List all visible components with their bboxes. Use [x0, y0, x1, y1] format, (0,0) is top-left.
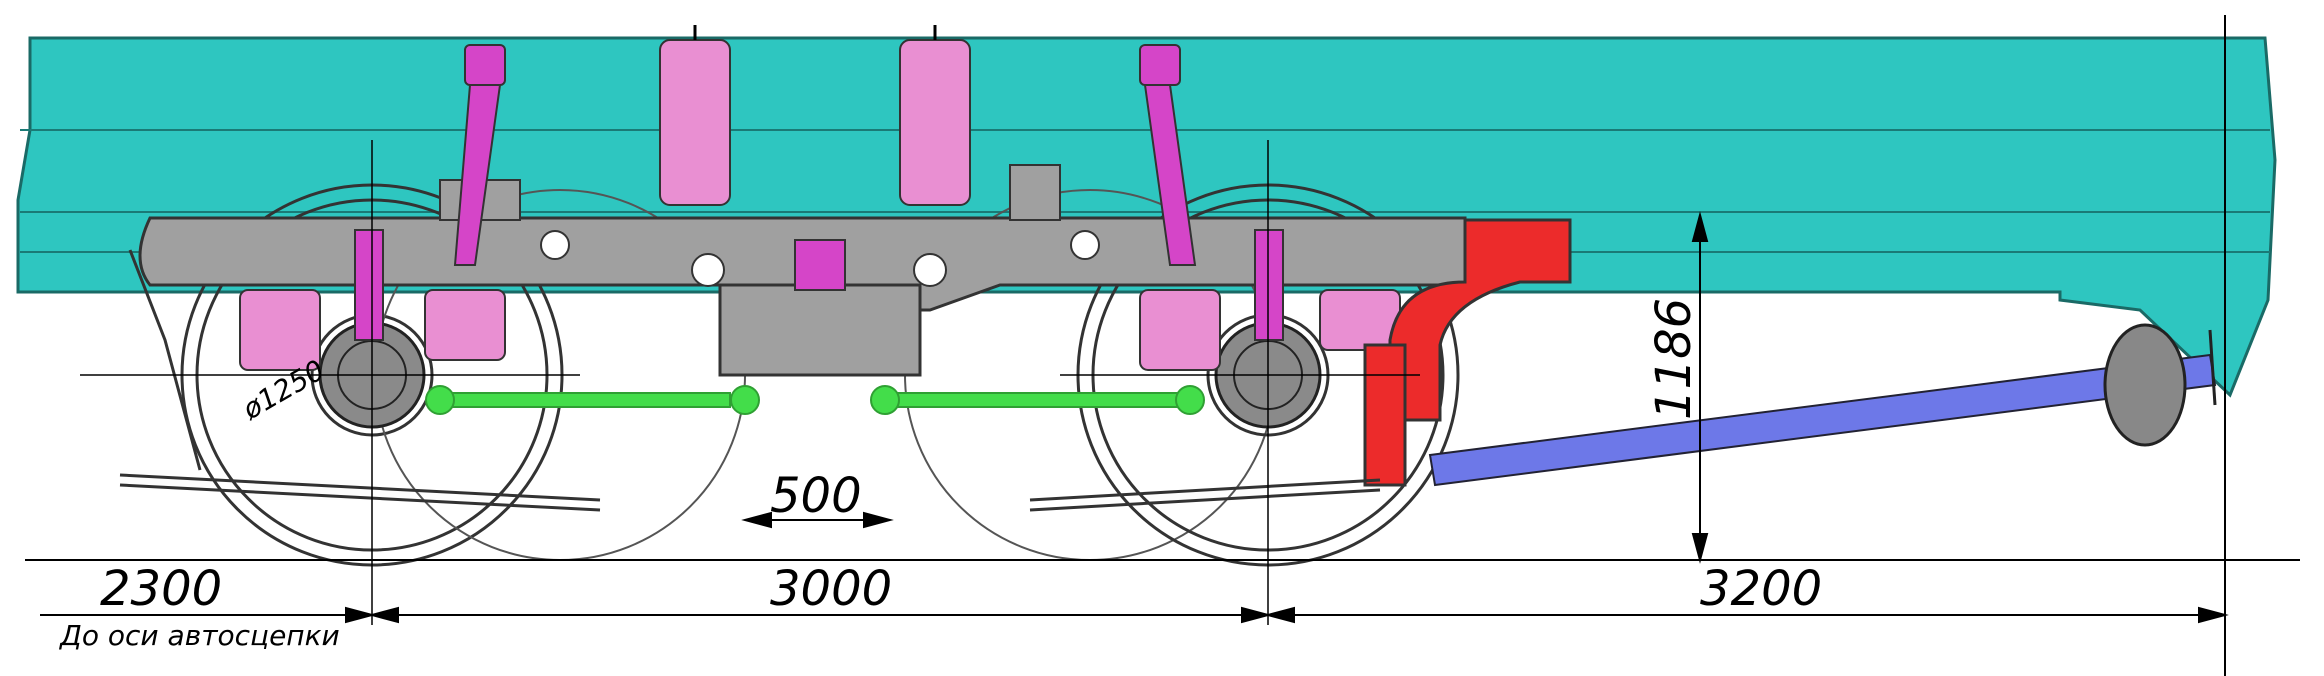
- axle-centerlines: [80, 140, 1420, 625]
- dim-coupler-note: До оси автосцепки: [58, 619, 340, 652]
- dimension-lines: [40, 211, 2229, 624]
- dampers: [354, 44, 1284, 341]
- traction-links: [425, 385, 1205, 415]
- dim-to-end: 3200: [1700, 561, 1822, 617]
- dim-height: 1186: [1646, 298, 1702, 420]
- dim-wheelbase: 3000: [770, 561, 892, 617]
- dim-offset: 500: [770, 468, 862, 524]
- traction-rod: [1428, 323, 2217, 487]
- axlebox-springs: [239, 289, 1401, 371]
- secondary-springs: [659, 25, 971, 206]
- dim-coupler: 2300: [100, 561, 222, 617]
- brake-rigging: [119, 249, 1381, 512]
- red-bracket: [1363, 218, 1572, 487]
